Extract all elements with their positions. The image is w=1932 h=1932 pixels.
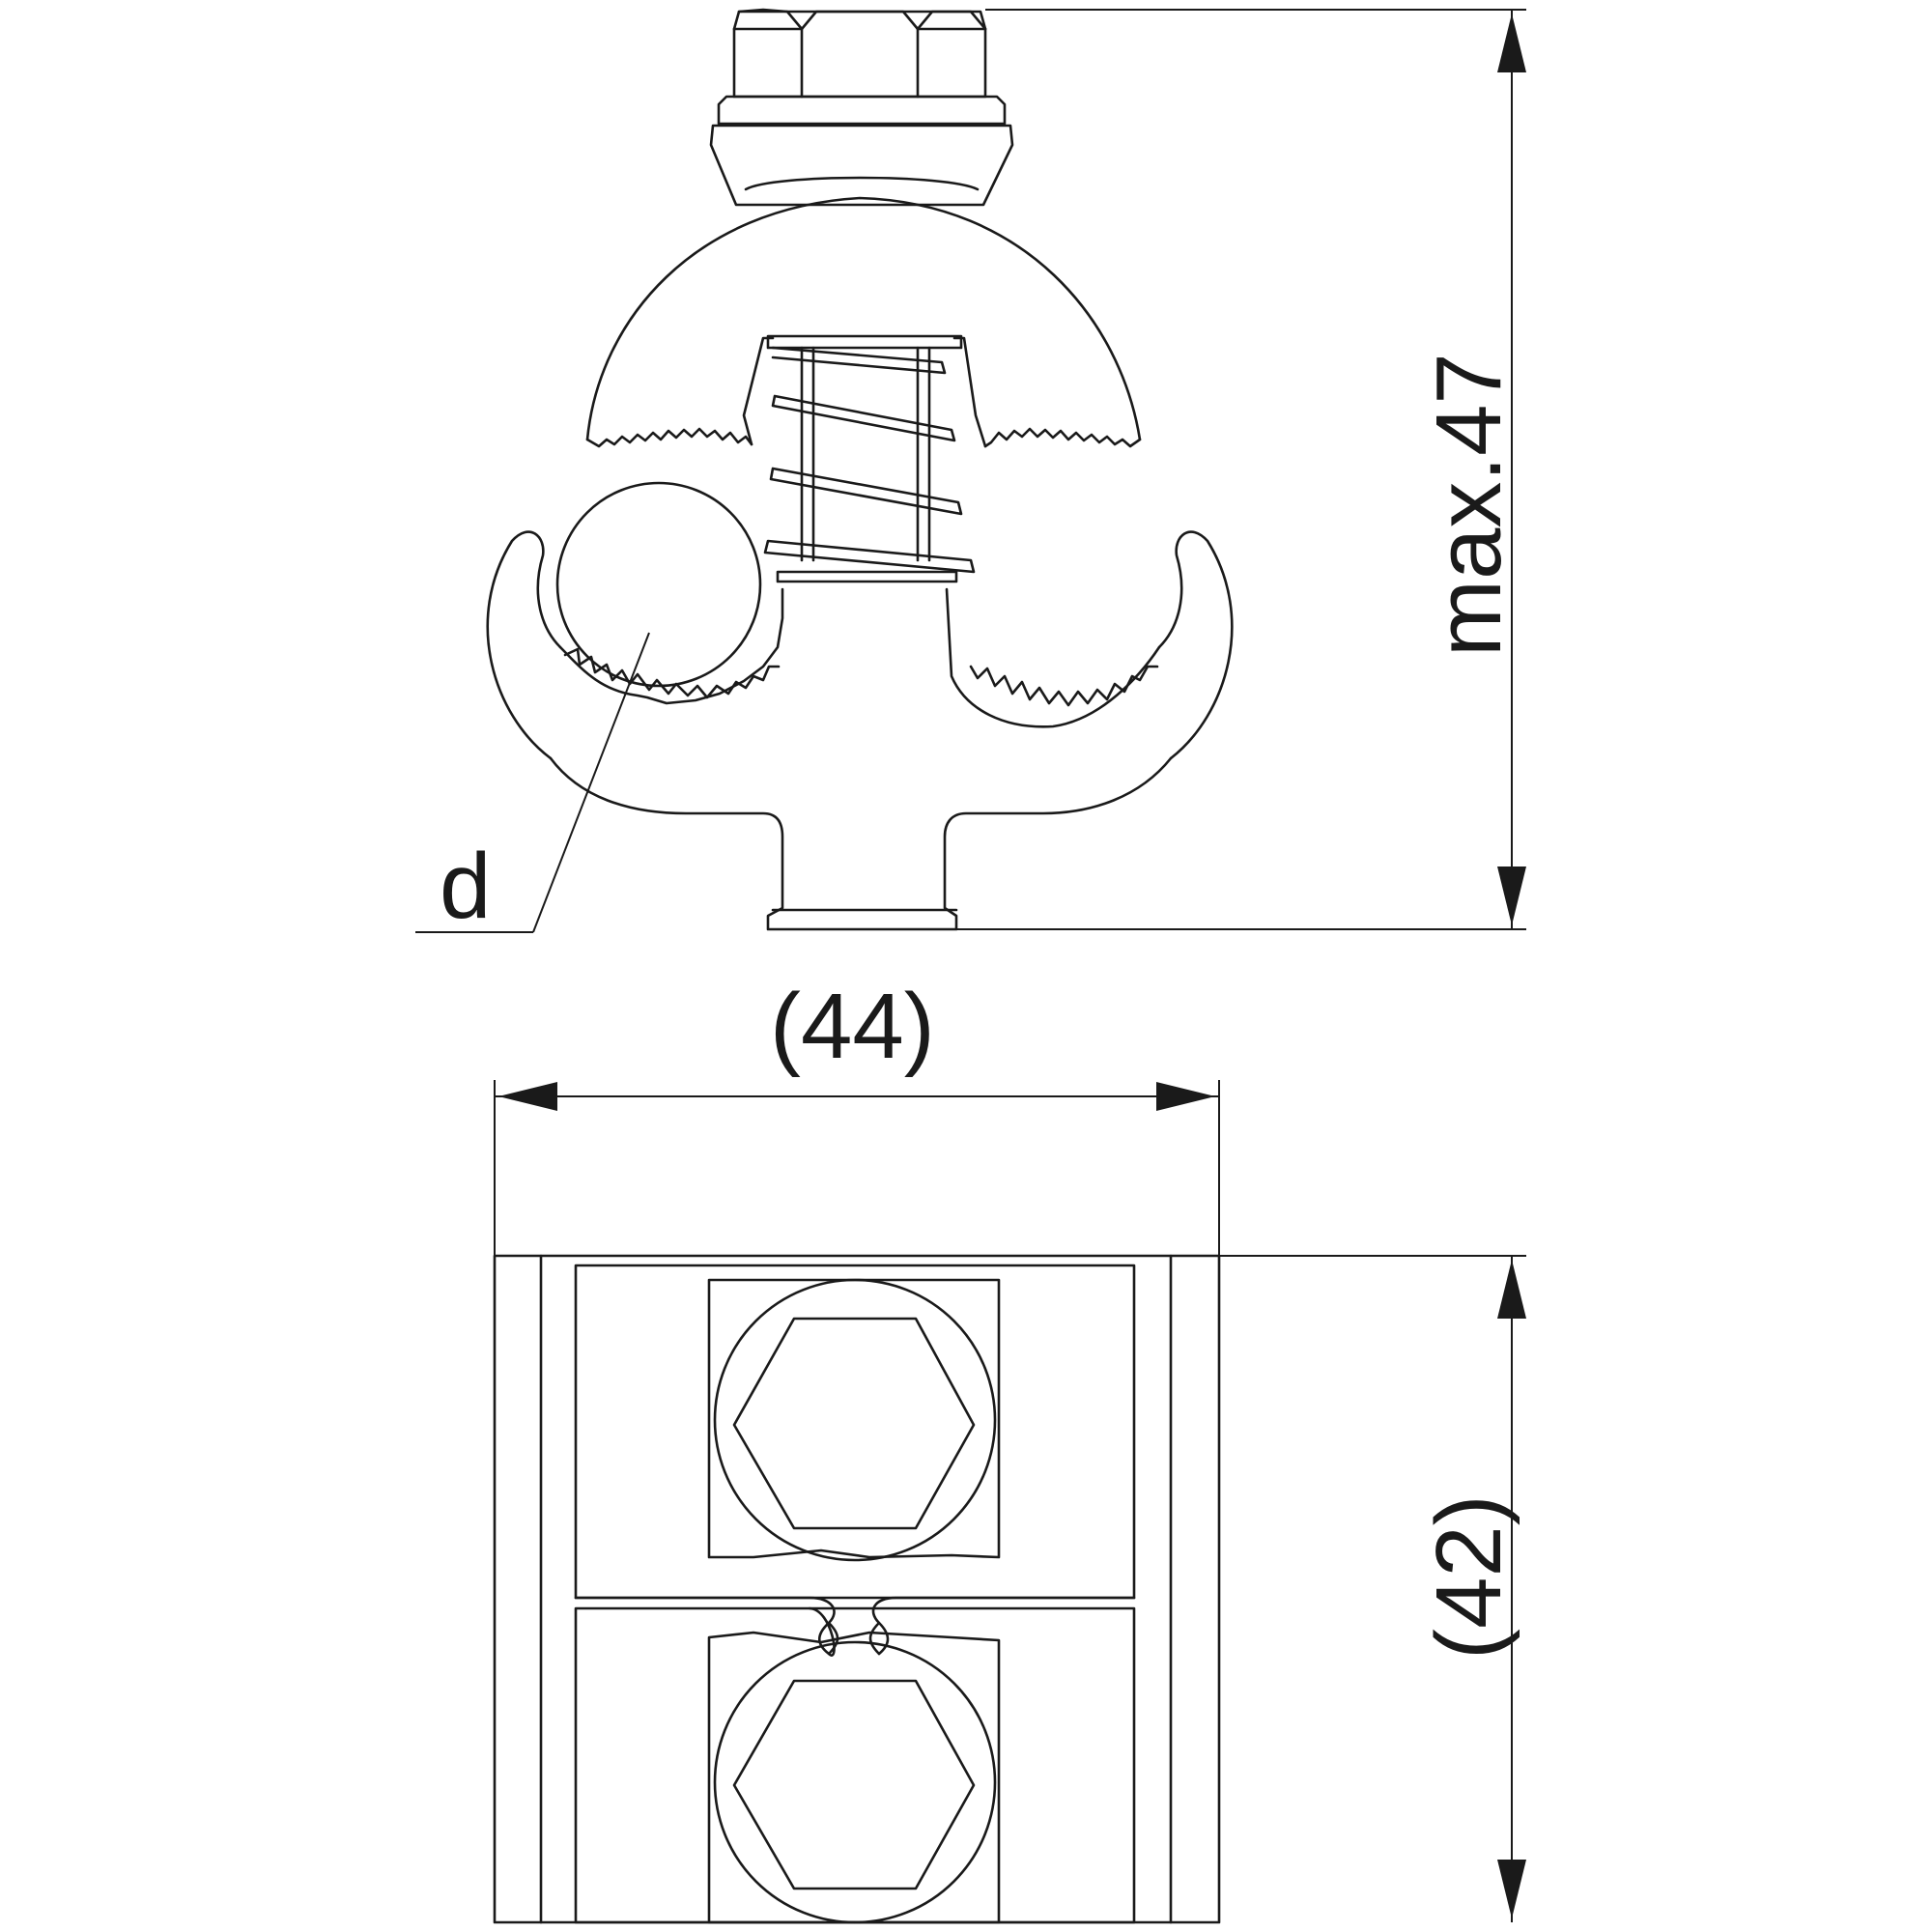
depth-label: (42) xyxy=(1417,1494,1520,1660)
cable-cross-section xyxy=(555,481,762,688)
side-view: d max.47 xyxy=(415,8,1526,938)
depth-dimension xyxy=(1219,1255,1526,1922)
upper-clamp-jaw xyxy=(585,176,1142,448)
height-dimension xyxy=(956,9,1526,930)
nut-base xyxy=(709,124,1014,207)
bolt-and-spring xyxy=(763,334,976,583)
width-dimension xyxy=(494,1080,1220,1256)
washer xyxy=(717,95,1007,126)
top-view: (44) xyxy=(493,975,1526,1924)
width-label: (44) xyxy=(770,975,935,1078)
diameter-leader xyxy=(415,632,650,933)
lower-clamp-body xyxy=(486,530,1234,931)
lower-nut-top xyxy=(707,1631,1001,1924)
upper-nut-top xyxy=(707,1278,1001,1562)
clamp-body-outline xyxy=(493,1254,1221,1924)
diameter-label: d xyxy=(440,835,491,938)
hex-nut xyxy=(732,8,987,99)
height-label: max.47 xyxy=(1417,353,1520,657)
